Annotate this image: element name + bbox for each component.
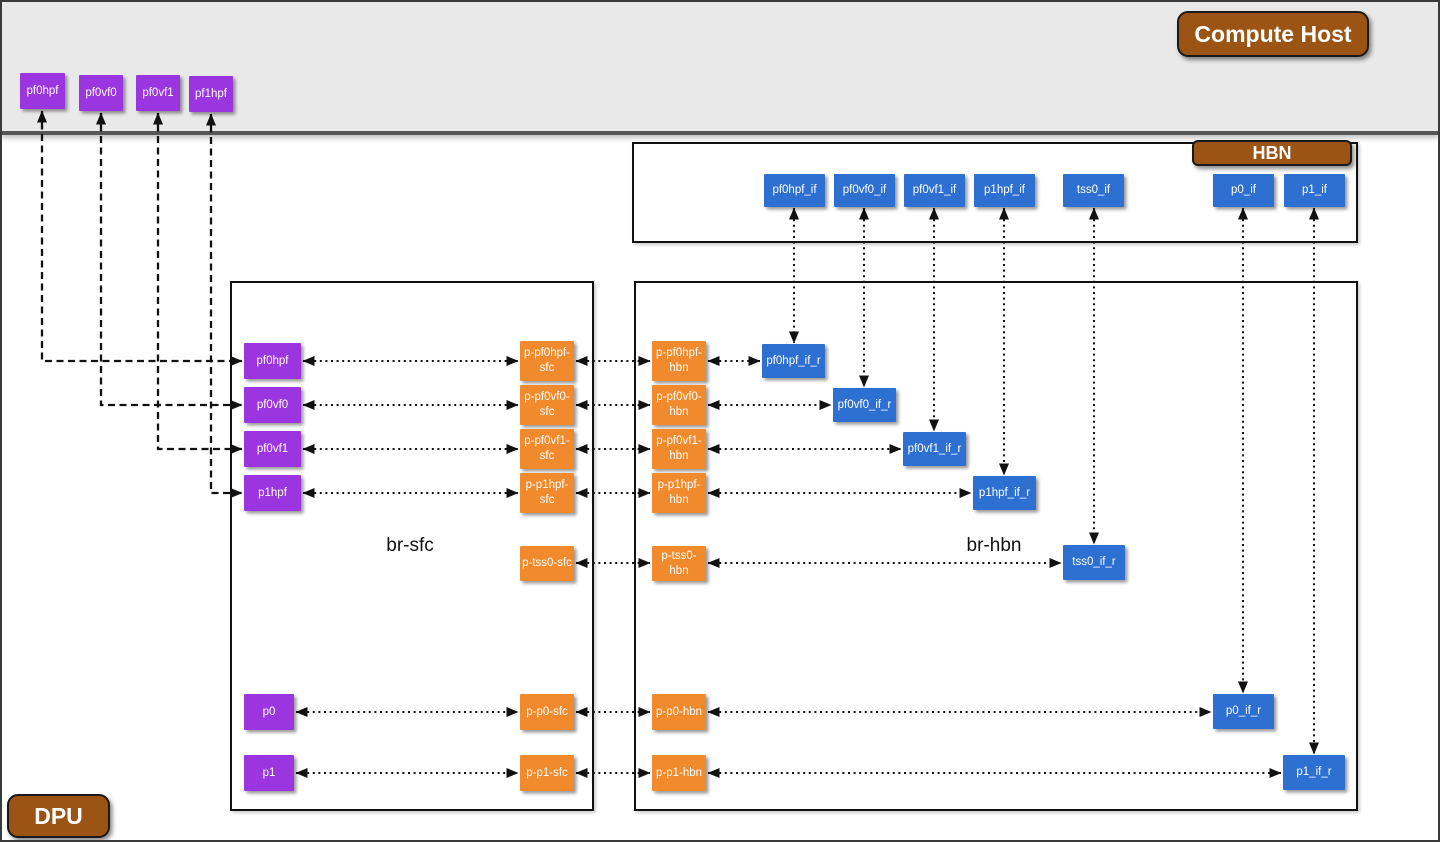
dpu-badge: DPU xyxy=(7,794,110,838)
br-sfc-box xyxy=(230,281,594,811)
hbn-badge: HBN xyxy=(1192,140,1352,166)
node-host-pf1hpf: pf1hpf xyxy=(189,76,233,112)
compute-host-badge: Compute Host xyxy=(1177,11,1369,57)
node-p-pf0hpf-sfc: p-pf0hpf- sfc xyxy=(520,341,574,381)
node-host-pf0hpf: pf0hpf xyxy=(20,73,65,109)
node-p-pf0vf1-sfc: p-pf0vf1- sfc xyxy=(520,429,574,469)
node-pf0hpf-if-r: pf0hpf_if_r xyxy=(762,344,825,378)
node-sfc-pf0vf1: pf0vf1 xyxy=(244,431,301,467)
node-sfc-p1hpf: p1hpf xyxy=(244,475,301,511)
node-p-p1hpf-sfc: p-p1hpf- sfc xyxy=(520,473,574,513)
node-p-p1-sfc: p-p1-sfc xyxy=(520,755,574,791)
node-tss0-if-r: tss0_if_r xyxy=(1063,545,1125,580)
node-pf0vf1-if-r: pf0vf1_if_r xyxy=(903,432,966,466)
node-p0-if-r: p0_if_r xyxy=(1213,694,1274,729)
node-p-tss0-hbn: p-tss0-hbn xyxy=(652,546,706,581)
node-hbn-pf0hpf-if: pf0hpf_if xyxy=(764,174,825,207)
node-p-p0-sfc: p-p0-sfc xyxy=(520,694,574,730)
node-sfc-pf0vf0: pf0vf0 xyxy=(244,387,301,423)
br-sfc-label: br-sfc xyxy=(386,535,434,556)
node-pf0vf0-if-r: pf0vf0_if_r xyxy=(833,388,896,422)
node-hbn-p0-if: p0_if xyxy=(1213,174,1274,207)
node-p-p1hpf-hbn: p-p1hpf- hbn xyxy=(652,473,706,513)
node-p1-if-r: p1_if_r xyxy=(1283,755,1345,790)
node-p-p1-hbn: p-p1-hbn xyxy=(652,755,706,791)
br-hbn-label: br-hbn xyxy=(966,535,1022,556)
node-sfc-p0: p0 xyxy=(244,694,294,730)
node-p1hpf-if-r: p1hpf_if_r xyxy=(973,476,1036,510)
node-p-pf0vf1-hbn: p-pf0vf1- hbn xyxy=(652,429,706,469)
node-hbn-pf0vf1-if: pf0vf1_if xyxy=(904,174,965,207)
node-hbn-p1hpf-if: p1hpf_if xyxy=(974,174,1035,207)
node-p-pf0vf0-hbn: p-pf0vf0- hbn xyxy=(652,385,706,425)
node-p-pf0hpf-hbn: p-pf0hpf- hbn xyxy=(652,341,706,381)
node-sfc-pf0hpf: pf0hpf xyxy=(244,343,301,379)
node-host-pf0vf0: pf0vf0 xyxy=(79,75,123,111)
node-hbn-pf0vf0-if: pf0vf0_if xyxy=(834,174,895,207)
hbn-box xyxy=(632,142,1358,243)
edge-host-pf0vf0 xyxy=(96,112,243,410)
node-hbn-tss0-if: tss0_if xyxy=(1063,174,1124,207)
node-hbn-p1-if: p1_if xyxy=(1284,174,1345,207)
edge-host-pf0hpf xyxy=(37,110,243,366)
node-p-tss0-sfc: p-tss0-sfc xyxy=(520,546,574,581)
node-host-pf0vf1: pf0vf1 xyxy=(136,75,180,111)
node-p-p0-hbn: p-p0-hbn xyxy=(652,694,706,730)
br-hbn-box xyxy=(634,281,1358,811)
node-sfc-p1: p1 xyxy=(244,755,294,791)
node-p-pf0vf0-sfc: p-pf0vf0- sfc xyxy=(520,385,574,425)
